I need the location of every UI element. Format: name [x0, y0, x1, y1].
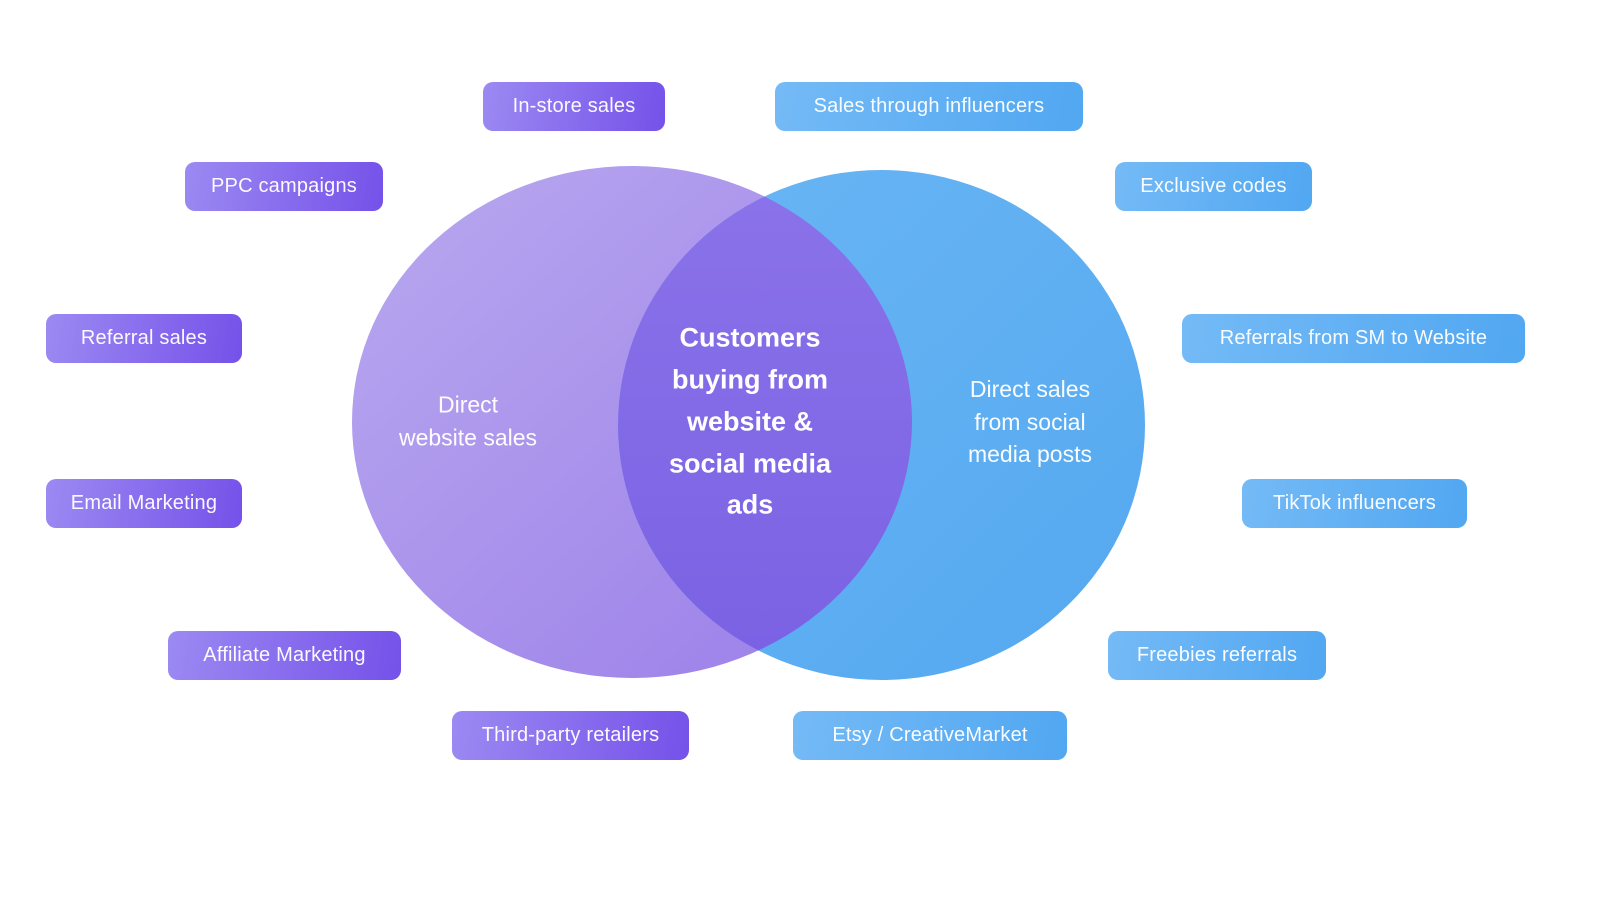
overlap-label: Customers buying from website & social m…: [668, 322, 832, 520]
overlap-region: [618, 170, 912, 678]
right-circle-label: Direct sales from social media posts: [967, 376, 1092, 468]
badge-sales-through-influencers: Sales through influencers: [775, 82, 1083, 131]
badge-in-store-sales: In-store sales: [483, 82, 665, 131]
badge-referrals-from-sm-to-website: Referrals from SM to Website: [1182, 314, 1525, 363]
badge-tiktok-influencers: TikTok influencers: [1242, 479, 1467, 528]
badge-third-party-retailers: Third-party retailers: [452, 711, 689, 760]
badge-referral-sales: Referral sales: [46, 314, 242, 363]
badge-ppc-campaigns: PPC campaigns: [185, 162, 383, 211]
badge-etsy-creativemarket: Etsy / CreativeMarket: [793, 711, 1067, 760]
left-circle-label: Direct website sales: [398, 391, 538, 450]
badge-email-marketing: Email Marketing: [46, 479, 242, 528]
badge-exclusive-codes: Exclusive codes: [1115, 162, 1312, 211]
badge-freebies-referrals: Freebies referrals: [1108, 631, 1326, 680]
badge-affiliate-marketing: Affiliate Marketing: [168, 631, 401, 680]
